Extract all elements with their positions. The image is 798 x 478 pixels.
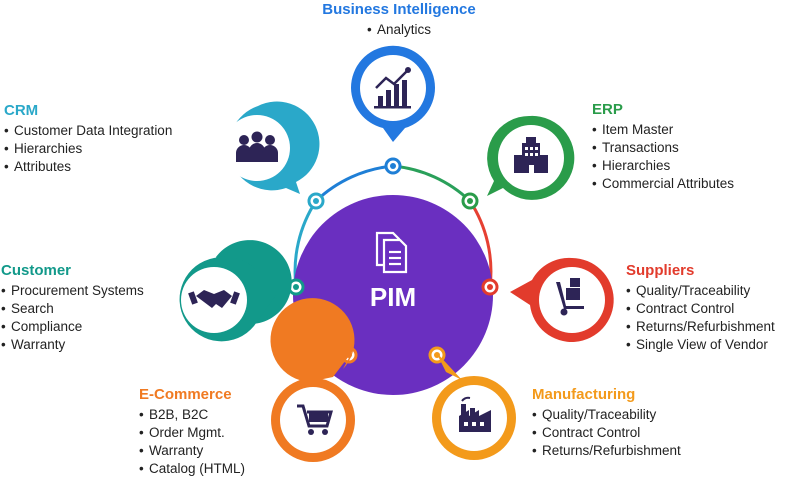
center-label: PIM [370, 282, 416, 312]
list-item: Warranty [1, 336, 144, 354]
list-item: Compliance [1, 318, 144, 336]
list-item: Hierarchies [4, 140, 172, 158]
list-item: Attributes [4, 158, 172, 176]
list-item: Quality/Traceability [626, 282, 775, 300]
node-pin-crm [224, 101, 320, 194]
shopping-cart-icon [297, 404, 333, 435]
list-item: Contract Control [532, 424, 681, 442]
list-item: Returns/Refurbishment [532, 442, 681, 460]
node-title-crm: CRM [4, 102, 39, 119]
factory-icon [459, 396, 491, 432]
node-customer: Customer Procurement Systems Search Comp… [1, 262, 144, 354]
list-item: Analytics [367, 21, 431, 39]
building-icon [514, 137, 548, 173]
list-item: Quality/Traceability [532, 406, 681, 424]
node-title-erp: ERP [592, 101, 623, 118]
documents-icon [375, 231, 408, 274]
list-item: B2B, B2C [139, 406, 245, 424]
list-item: Customer Data Integration [4, 122, 172, 140]
list-item: Item Master [592, 121, 734, 139]
list-item: Search [1, 300, 144, 318]
node-crm: CRM Customer Data Integration Hierarchie… [4, 102, 172, 176]
list-item: Warranty [139, 442, 245, 460]
list-item: Commercial Attributes [592, 175, 734, 193]
list-item: Single View of Vendor [626, 336, 775, 354]
node-pin-erp [487, 115, 575, 200]
node-manufacturing: Manufacturing Quality/Traceability Contr… [532, 386, 681, 460]
node-title-ecommerce: E-Commerce [139, 386, 232, 403]
list-item: Returns/Refurbishment [626, 318, 775, 336]
list-item: Contract Control [626, 300, 775, 318]
list-item: Hierarchies [592, 157, 734, 175]
node-title-suppliers: Suppliers [626, 262, 695, 279]
node-pin-suppliers [510, 257, 614, 342]
ring-segment-crm-bi [314, 164, 394, 203]
node-suppliers: Suppliers Quality/Traceability Contract … [626, 262, 775, 354]
ring-connectors [287, 157, 499, 364]
bar-chart-icon [374, 67, 411, 109]
list-item: Order Mgmt. [139, 424, 245, 442]
node-ecommerce: E-Commerce B2B, B2C Order Mgmt. Warranty… [139, 386, 245, 478]
node-pin-ecommerce [270, 298, 355, 462]
node-pin-manufacturing [432, 352, 516, 460]
node-erp: ERP Item Master Transactions Hierarchies… [592, 101, 734, 193]
people-group-icon [236, 131, 278, 162]
node-pin-bi [350, 45, 435, 142]
hand-truck-icon [556, 278, 584, 316]
list-item: Transactions [592, 139, 734, 157]
list-item: Procurement Systems [1, 282, 144, 300]
node-title-customer: Customer [1, 262, 72, 279]
handshake-icon [188, 290, 240, 308]
list-item: Catalog (HTML) [139, 460, 245, 478]
ring-segment-bi-erp [392, 164, 472, 203]
node-title-manufacturing: Manufacturing [532, 386, 636, 403]
node-pin-customer [179, 240, 292, 342]
node-bi: Business Intelligence Analytics [318, 1, 480, 39]
node-title-bi: Business Intelligence [322, 1, 476, 18]
